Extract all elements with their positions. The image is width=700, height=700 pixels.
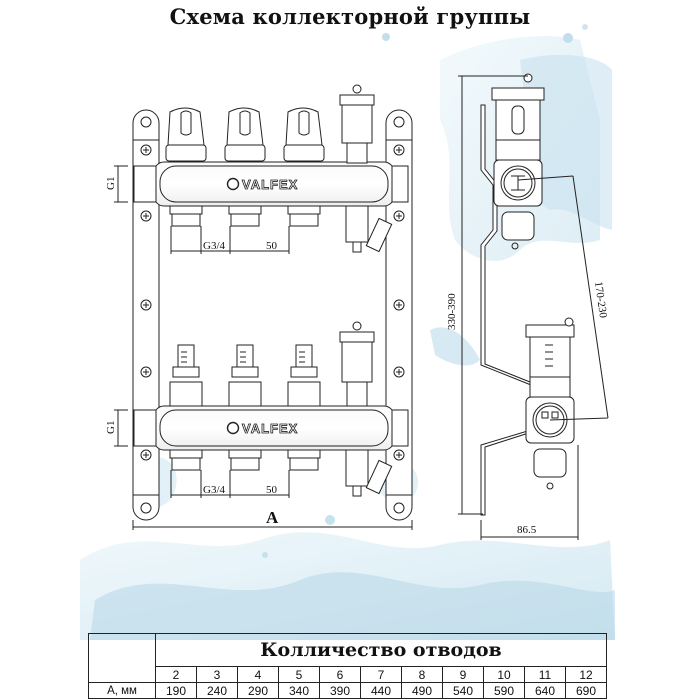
height-label: 330-390 [446, 293, 458, 330]
svg-text:VALFEX: VALFEX [242, 421, 298, 436]
outlet-count-cell: 8 [401, 666, 443, 683]
outlet-thread-label-bottom: G3/4 [203, 484, 226, 496]
outlet-count-cell: 5 [278, 666, 320, 683]
spacing-label-top: 50 [266, 240, 278, 252]
row-label: А, мм [88, 682, 156, 699]
length-cell: 240 [196, 682, 238, 699]
depth-label: 86.5 [517, 524, 537, 536]
outlet-count-cell: 3 [196, 666, 238, 683]
length-cell: 590 [483, 682, 525, 699]
length-cell: 190 [155, 682, 197, 699]
front-view [114, 84, 413, 530]
width-label: A [266, 508, 279, 527]
outlet-thread-label-top: G3/4 [203, 240, 226, 252]
outlet-count-cell: 10 [483, 666, 525, 683]
valve-cap-icons [165, 107, 325, 162]
table-header: Колличество отводов [155, 633, 607, 667]
outlet-count-cell: 2 [155, 666, 197, 683]
outlet-count-cell: 7 [360, 666, 402, 683]
screw-icons [140, 144, 405, 461]
outlets-row: 2 3 4 5 6 7 8 9 10 11 12 [89, 666, 607, 683]
length-cell: 440 [360, 682, 402, 699]
side-view [458, 73, 609, 540]
inlet-label-top: G1 [105, 177, 117, 190]
spacing-label-bottom: 50 [266, 484, 278, 496]
page-title: Схема коллекторной группы [169, 4, 531, 29]
length-cell: 390 [319, 682, 361, 699]
length-row: А, мм 190 240 290 340 390 440 490 540 59… [88, 682, 607, 699]
length-cell: 290 [237, 682, 279, 699]
length-cell: 640 [524, 682, 566, 699]
outlet-count-cell: 4 [237, 666, 279, 683]
inlet-label-bottom: G1 [105, 421, 117, 434]
length-cell: 490 [401, 682, 443, 699]
outlet-count-cell: 6 [319, 666, 361, 683]
valfex-logo-bottom: VALFEX [226, 421, 298, 436]
flowmeter-icons [169, 344, 321, 407]
outlet-count-cell: 12 [565, 666, 607, 683]
svg-text:VALFEX: VALFEX [242, 177, 298, 192]
dimension-lines [114, 165, 413, 530]
length-cell: 540 [442, 682, 484, 699]
length-cell: 340 [278, 682, 320, 699]
offset-label: 170-230 [592, 281, 609, 319]
table-corner-cell [88, 633, 156, 683]
length-cell: 690 [565, 682, 607, 699]
valfex-logo-top: VALFEX [226, 177, 298, 192]
outlet-count-cell: 9 [442, 666, 484, 683]
outlet-count-cell: 11 [524, 666, 566, 683]
outlets-length-table: Колличество отводов 2 3 4 5 6 7 8 9 10 1… [88, 633, 607, 699]
